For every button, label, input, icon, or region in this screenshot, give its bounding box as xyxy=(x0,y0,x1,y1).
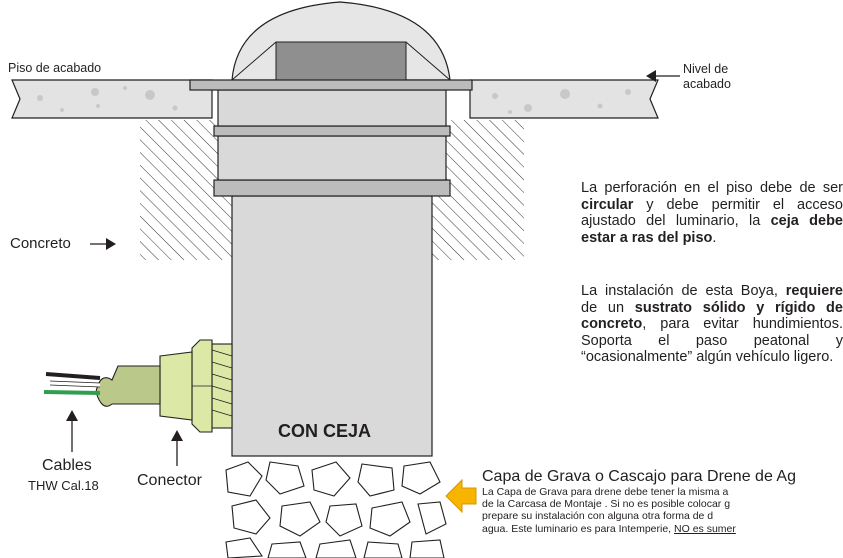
gravel-note-line-2: de la Carcasa de Montaje . Si no es posi… xyxy=(482,498,731,511)
connector-arrow xyxy=(171,430,183,466)
cable-wires xyxy=(43,372,101,395)
cable-spec-label: THW Cal.18 xyxy=(28,478,99,493)
gravel-note: Capa de Grava o Cascajo para Drene de Ag… xyxy=(482,468,842,535)
dome-lens xyxy=(231,1,451,81)
cables-label: Cables xyxy=(42,457,92,474)
gravel-note-title: Capa de Grava o Cascajo para Drene de Ag xyxy=(482,468,796,485)
fixture-housing xyxy=(189,79,473,457)
connector-label: Conector xyxy=(137,472,202,489)
gravel-note-line-1: La Capa de Grava para drene debe tener l… xyxy=(482,486,729,498)
installation-paragraph-1: La perforación en el piso debe de ser ci… xyxy=(581,180,843,246)
cables-arrow xyxy=(66,410,78,452)
gravel-note-line-3: prepare su instalación con alguna otra f… xyxy=(482,510,714,523)
gravel-arrow xyxy=(445,478,477,514)
connector xyxy=(95,339,233,433)
concrete-arrow xyxy=(90,238,116,250)
floor-slab-right xyxy=(469,79,659,119)
finish-level-arrow xyxy=(646,70,680,82)
gravel-layer xyxy=(225,461,447,558)
finish-level-label: Nivel de acabado xyxy=(683,62,731,91)
concrete-label: Concreto xyxy=(10,235,71,252)
floor-slab-left xyxy=(11,79,213,119)
fixture-caption: CON CEJA xyxy=(278,421,372,441)
gravel-note-line-4: agua. Este luminario es para Intemperie,… xyxy=(482,522,736,535)
finish-floor-label: Piso de acabado xyxy=(8,61,102,75)
installation-paragraph-2: La instalación de esta Boya, requiere de… xyxy=(581,283,843,365)
